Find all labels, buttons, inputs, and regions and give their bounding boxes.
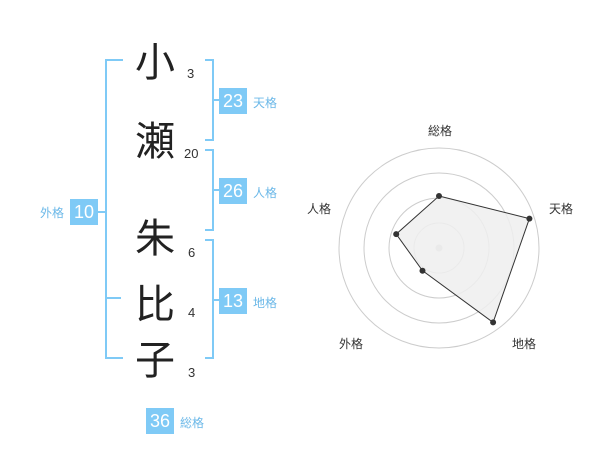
radar-axis-label-tenkaku: 天格 (549, 202, 574, 216)
name-char-3: 朱 (135, 216, 175, 262)
radar-axis-label-soukaku: 総格 (428, 124, 453, 138)
radar-point-2 (490, 319, 497, 326)
radar-point-1 (526, 215, 533, 222)
soukaku-value: 36 (146, 408, 174, 434)
radar-axis-label-gaikaku: 外格 (339, 337, 364, 351)
stroke-count-3: 6 (188, 245, 196, 260)
chikaku-value: 13 (219, 288, 247, 314)
tenkaku-label: 天格 (253, 96, 278, 110)
radar-series-area (395, 195, 531, 324)
gaikaku-label: 外格 (40, 206, 65, 220)
radar-axis-label-jinkaku: 人格 (307, 202, 332, 216)
radar-ring (338, 147, 540, 349)
name-char-1: 小 (135, 40, 175, 86)
gaikaku-value: 10 (70, 199, 98, 225)
chikaku-label: 地格 (253, 296, 278, 310)
radar-axis-label-chikaku: 地格 (512, 337, 537, 351)
name-char-4: 比 (135, 282, 175, 328)
tenkaku-value: 23 (219, 88, 247, 114)
radar-point-4 (393, 231, 400, 238)
radar-point-3 (419, 267, 426, 274)
jinkaku-value: 26 (219, 178, 247, 204)
jinkaku-label: 人格 (253, 186, 278, 200)
stroke-count-1: 3 (187, 66, 195, 81)
radar-point-0 (436, 193, 442, 199)
name-char-2: 瀬 (135, 119, 175, 165)
stroke-count-2: 20 (184, 146, 199, 161)
stroke-count-5: 3 (188, 365, 196, 380)
gaikaku-bracket (105, 59, 123, 359)
stroke-count-4: 4 (188, 305, 196, 320)
name-char-5: 子 (135, 338, 175, 384)
soukaku-label: 総格 (180, 416, 205, 430)
